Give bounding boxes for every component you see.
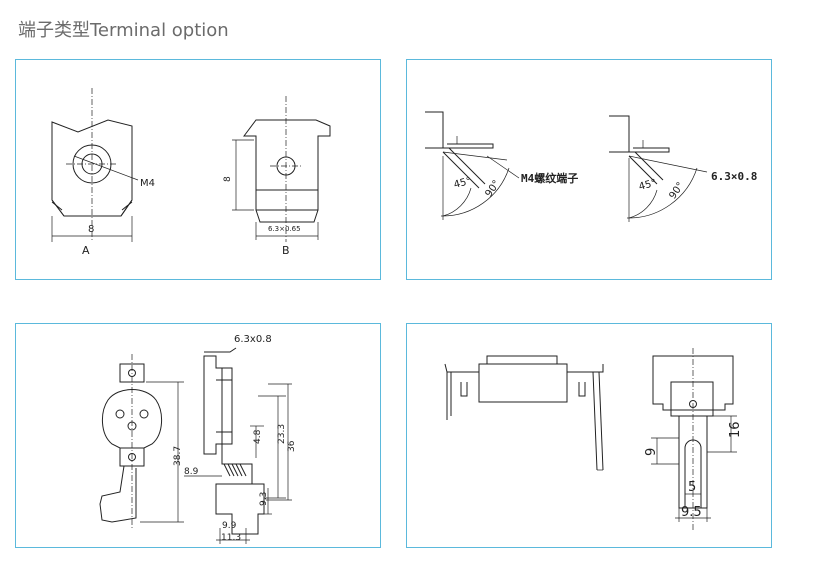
terminal-bent-drawing: 9 16 5 9.5 [444,348,743,530]
tab-size-label: 6.3×0.8 [711,170,757,183]
angle-left-45: 45° [453,176,473,191]
dim-38-7: 38.7 [173,446,183,466]
dim-11-3: 11.3 [221,533,241,543]
panel-terminal-side: 38.7 6.3x0.8 23.3 4.8 36 8.9 9.3 9.9 11.… [15,323,381,548]
angle-right-45: 45° [638,178,658,193]
label-b: B [282,244,290,257]
dim-width-a: 8 [88,224,94,235]
tab-label: 6.3x0.8 [234,334,272,345]
panel-terminal-bent: 9 16 5 9.5 [406,323,772,548]
terminal-angles-drawing: 45° 90° M4螺纹端子 45° 90° 6.3×0.8 [425,111,757,222]
dim-9-9: 9.9 [222,521,237,531]
page-title: 端子类型Terminal option [18,20,229,41]
terminal-side-drawing: 38.7 6.3x0.8 23.3 4.8 36 8.9 9.3 9.9 11.… [99,334,297,544]
dim-23-3: 23.3 [277,424,287,444]
dim-5: 5 [688,480,696,495]
panel-terminal-a-b: M4 8 A 8 6.3×0.65 B [15,59,381,280]
screw-terminal-label: M4螺纹端子 [521,171,578,185]
dim-tab-b: 6.3×0.65 [268,225,301,233]
angle-left-90: 90° [483,178,502,199]
label-a: A [82,244,90,257]
dim-9: 9 [644,448,659,456]
dim-8-9: 8.9 [184,467,199,477]
panel-terminal-angles: 45° 90° M4螺纹端子 45° 90° 6.3×0.8 [406,59,772,280]
dim-height-b: 8 [223,176,233,182]
dim-36: 36 [287,440,297,452]
terminal-a-b-drawing: M4 8 A 8 6.3×0.65 B [51,88,331,257]
dim-9-3: 9.3 [259,492,269,506]
dim-9-5: 9.5 [681,505,702,520]
screw-label: M4 [140,178,155,189]
angle-right-90: 90° [667,180,686,201]
dim-4-8: 4.8 [253,429,263,444]
dim-16: 16 [728,421,743,438]
